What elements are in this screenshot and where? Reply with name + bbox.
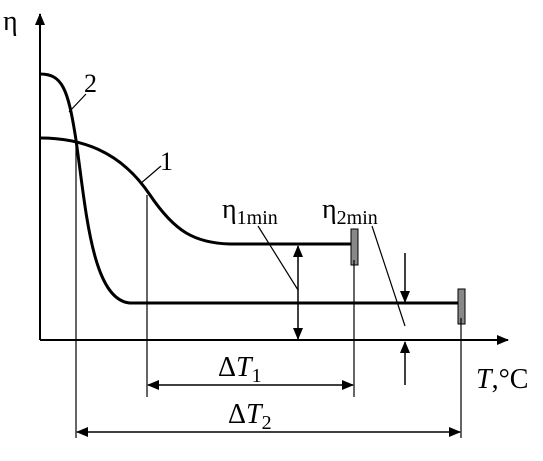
curve-1 — [39, 136, 355, 246]
y-axis-label: η — [3, 6, 18, 37]
curve-2-label: 2 — [84, 69, 97, 98]
dT1-variable: T — [236, 352, 254, 383]
dT1-subscript: 1 — [252, 365, 262, 387]
eta1min-base: η — [222, 194, 237, 225]
eta1min-leader — [257, 225, 299, 291]
dT2-label: ΔT2 — [228, 399, 272, 434]
x-axis-variable: T — [476, 364, 494, 395]
eta2min-label: η2min — [322, 194, 378, 229]
x-axis-label: T,°C — [476, 364, 528, 395]
eta1min-label: η1min — [222, 194, 278, 229]
eta2min-base: η — [322, 194, 337, 225]
curve-2-leader — [68, 93, 87, 113]
dT2-prefix: Δ — [228, 399, 246, 430]
curve-1-label: 1 — [160, 147, 173, 176]
eta1min-subscript: 1min — [237, 207, 278, 229]
curve-2 — [39, 72, 460, 305]
dT1-prefix: Δ — [218, 352, 236, 383]
eta2min-leader — [371, 225, 406, 327]
dT1-label: ΔT1 — [218, 352, 262, 387]
x-axis-unit: ,°C — [492, 364, 529, 395]
eta2min-subscript: 2min — [337, 207, 378, 229]
dT2-subscript: 2 — [262, 412, 272, 434]
dT2-variable: T — [246, 399, 264, 430]
curve-1-end-marker — [350, 228, 359, 266]
curve-1-leader — [139, 165, 162, 185]
